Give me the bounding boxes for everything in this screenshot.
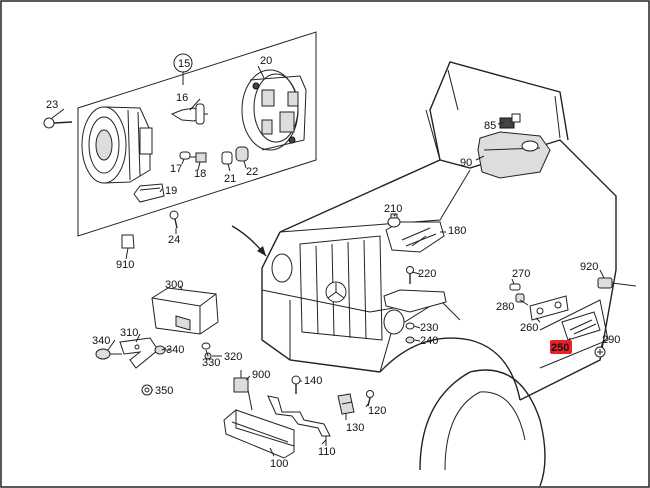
callout-340-left[interactable]: 340 bbox=[92, 335, 110, 347]
part-21 bbox=[221, 151, 233, 165]
callout-16[interactable]: 16 bbox=[176, 92, 188, 104]
bracket-310 bbox=[119, 337, 159, 369]
headlamp-panel-outline bbox=[77, 31, 317, 237]
part-330 bbox=[201, 342, 211, 350]
bracket-85 bbox=[499, 113, 521, 129]
plate-light-bracket-260 bbox=[529, 295, 569, 321]
part-17 bbox=[179, 151, 191, 160]
callout-220[interactable]: 220 bbox=[418, 268, 436, 280]
screw-23 bbox=[43, 117, 73, 129]
screw-220 bbox=[406, 266, 414, 284]
callout-230[interactable]: 230 bbox=[420, 322, 438, 334]
callout-250[interactable]: 250 bbox=[551, 342, 569, 354]
screw-290 bbox=[594, 346, 606, 358]
callout-21[interactable]: 21 bbox=[224, 173, 236, 185]
part-920 bbox=[597, 277, 637, 289]
interior-lamp-90 bbox=[477, 131, 551, 179]
fog-lamp-100 bbox=[223, 409, 295, 459]
callout-100[interactable]: 100 bbox=[270, 458, 288, 470]
headlamp-housing-20 bbox=[241, 69, 307, 151]
callout-110[interactable]: 110 bbox=[318, 446, 336, 458]
part-280 bbox=[515, 293, 525, 303]
leader-lines bbox=[51, 65, 605, 457]
callout-19[interactable]: 19 bbox=[165, 185, 177, 197]
callout-140[interactable]: 140 bbox=[304, 375, 322, 387]
callout-15[interactable]: 15 bbox=[178, 58, 190, 70]
callout-24[interactable]: 24 bbox=[168, 234, 180, 246]
bracket-110 bbox=[267, 395, 331, 446]
part-240 bbox=[405, 336, 415, 344]
screw-24 bbox=[169, 210, 179, 229]
callout-920[interactable]: 920 bbox=[580, 261, 598, 273]
part-22 bbox=[235, 146, 249, 162]
callout-18[interactable]: 18 bbox=[194, 168, 206, 180]
screw-140 bbox=[291, 375, 301, 394]
vehicle-body bbox=[261, 61, 617, 487]
callout-90[interactable]: 90 bbox=[460, 157, 472, 169]
arrow-head bbox=[257, 246, 266, 256]
callout-23[interactable]: 23 bbox=[46, 99, 58, 111]
callout-280[interactable]: 280 bbox=[496, 301, 514, 313]
callout-310[interactable]: 310 bbox=[120, 327, 138, 339]
callout-260[interactable]: 260 bbox=[520, 322, 538, 334]
callout-130[interactable]: 130 bbox=[346, 422, 364, 434]
bolt-340-right bbox=[154, 345, 170, 355]
bolt-340-left bbox=[95, 348, 122, 360]
control-unit-300 bbox=[151, 287, 219, 335]
callout-350[interactable]: 350 bbox=[155, 385, 173, 397]
callout-22[interactable]: 22 bbox=[246, 166, 258, 178]
callout-17[interactable]: 17 bbox=[170, 163, 182, 175]
callout-290[interactable]: 290 bbox=[602, 334, 620, 346]
callout-330[interactable]: 330 bbox=[202, 357, 220, 369]
screw-120 bbox=[366, 390, 374, 407]
callout-270[interactable]: 270 bbox=[512, 268, 530, 280]
callout-910[interactable]: 910 bbox=[116, 259, 134, 271]
callout-20[interactable]: 20 bbox=[260, 55, 272, 67]
bulb-16 bbox=[170, 103, 208, 125]
callout-180[interactable]: 180 bbox=[448, 225, 466, 237]
callout-85[interactable]: 85 bbox=[484, 120, 496, 132]
part-18 bbox=[190, 152, 207, 163]
callout-340-right[interactable]: 340 bbox=[166, 344, 184, 356]
callout-210[interactable]: 210 bbox=[384, 203, 402, 215]
callout-240[interactable]: 240 bbox=[420, 335, 438, 347]
callout-300[interactable]: 300 bbox=[165, 279, 183, 291]
connector-19 bbox=[133, 183, 165, 203]
clip-910 bbox=[121, 234, 135, 249]
bulb-270 bbox=[509, 283, 521, 291]
callout-320[interactable]: 320 bbox=[224, 351, 242, 363]
bracket-130 bbox=[337, 393, 355, 415]
plate-light-250 bbox=[561, 311, 601, 341]
nut-350 bbox=[141, 384, 153, 396]
part-900 bbox=[233, 370, 249, 393]
callout-120[interactable]: 120 bbox=[368, 405, 386, 417]
callout-900[interactable]: 900 bbox=[252, 369, 270, 381]
part-230 bbox=[405, 322, 415, 330]
highlight-250 bbox=[550, 340, 572, 354]
headlamp-assembly bbox=[81, 106, 153, 184]
